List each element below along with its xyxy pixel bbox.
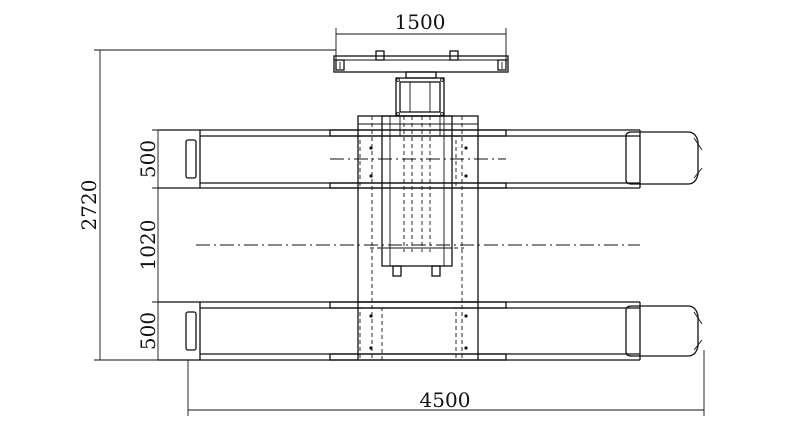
dimension-runway-width-bottom: 500 [136,312,160,350]
dimension-overall-length: 2720 [77,180,101,231]
dimension-runway-width-top: 500 [136,140,160,178]
lift-column [395,71,445,137]
dimension-lines [94,28,705,416]
top-crossbeam [333,50,509,73]
lift-frame [357,115,479,361]
cross-plates [329,129,507,361]
dimension-top-width: 1500 [395,10,446,34]
dimension-inner-gap: 1020 [136,220,160,271]
dimension-overall-width: 4500 [420,388,471,412]
lower-runway [158,301,703,361]
